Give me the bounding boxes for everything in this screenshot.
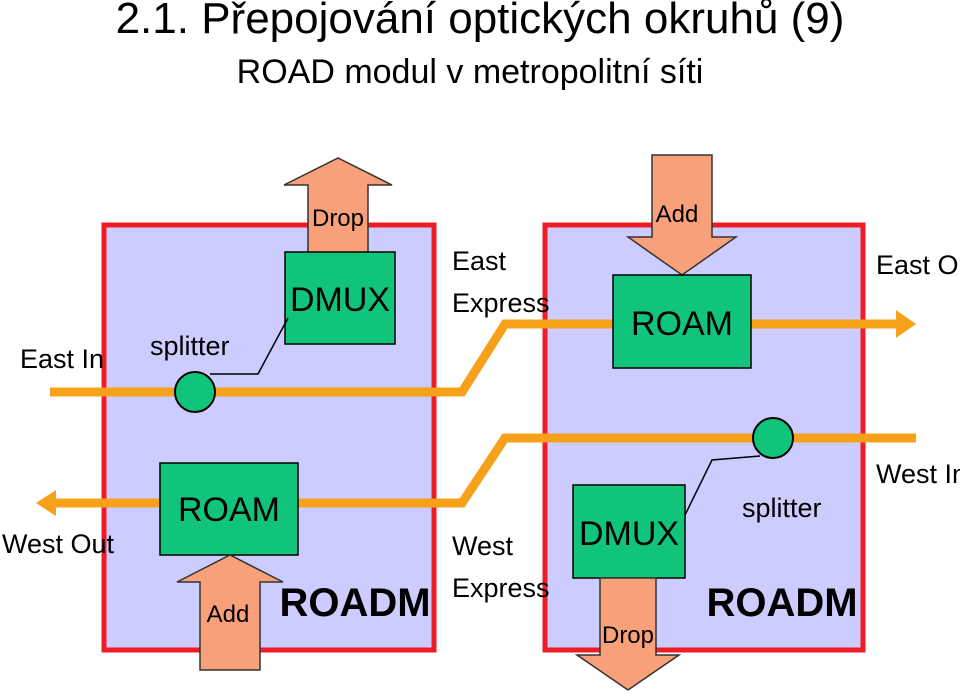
east-out-arrowhead: [896, 310, 916, 338]
right-splitter-node: [752, 417, 794, 459]
left-add-label: Add: [207, 601, 250, 628]
east-express-label-line1: East: [452, 246, 507, 276]
west-express-label-line2: Express: [452, 573, 550, 603]
right-dmux-label: DMUX: [579, 515, 679, 553]
left-splitter-node: [174, 371, 216, 413]
right-add-arrow: [625, 154, 739, 276]
left-dmux-label: DMUX: [290, 281, 390, 319]
right-drop-label: Drop: [602, 622, 654, 649]
east-in-label: East In: [20, 344, 104, 374]
right-roadm-label: ROADM: [706, 581, 857, 625]
right-splitter-label: splitter: [742, 493, 822, 523]
left-dmux-box: [284, 251, 396, 345]
left-drop-label: Drop: [312, 205, 364, 232]
west-express-label-line1: West: [452, 531, 514, 561]
east-out-label: East Out: [876, 250, 960, 280]
right-add-label: Add: [656, 201, 699, 228]
left-splitter-connector: [210, 317, 289, 375]
right-splitter-connector: [684, 455, 761, 516]
west-in-label: West In: [876, 459, 960, 489]
left-roadm-label: ROADM: [279, 581, 430, 625]
slide-subtitle: ROAD modul v metropolitní síti: [236, 53, 704, 91]
west-out-arrowhead: [36, 490, 56, 516]
left-roam-label: ROAM: [178, 491, 280, 529]
slide-title: 2.1. Přepojování optických okruhů (9): [115, 0, 845, 43]
right-roam-box: [612, 274, 752, 369]
left-drop-arrow: [283, 157, 393, 256]
left-add-arrow: [176, 554, 284, 671]
left-splitter-label: splitter: [150, 331, 230, 361]
east-express-label-line2: Express: [452, 288, 550, 318]
right-dmux-box: [572, 484, 686, 579]
west-out-label: West Out: [2, 529, 115, 559]
right-drop-arrow: [574, 577, 682, 691]
right-roam-label: ROAM: [631, 305, 733, 343]
